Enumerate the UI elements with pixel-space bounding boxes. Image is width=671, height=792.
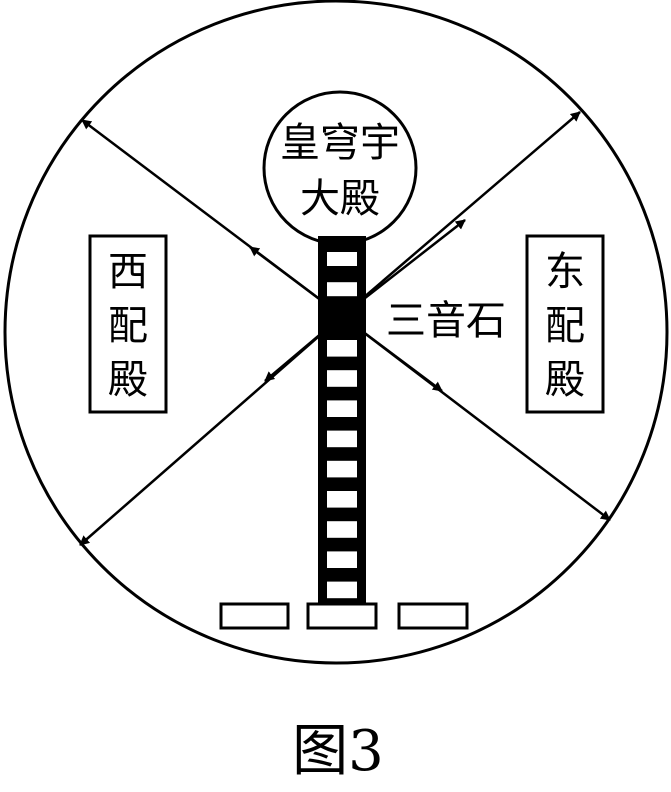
path-slab — [327, 400, 357, 415]
stone-label-bg — [382, 296, 524, 340]
west-hall-char-2: 配 — [108, 303, 148, 349]
echo-wall-circle — [3, 0, 669, 665]
path-slab — [327, 340, 357, 354]
step-center — [306, 602, 378, 630]
path-slab — [327, 491, 357, 505]
path-slab — [327, 430, 357, 445]
east-hall-char-3: 殿 — [545, 357, 585, 403]
west-hall-char-1: 西 — [108, 249, 148, 295]
path-slab — [327, 282, 357, 297]
east-hall-char-2: 配 — [545, 303, 585, 349]
path-slab — [327, 581, 357, 596]
arrow-upper-left-mid — [249, 246, 343, 317]
path-slab — [327, 551, 357, 566]
east-hall-box — [525, 234, 605, 414]
main-hall-label-line2: 大殿 — [300, 176, 380, 222]
west-hall-char-3: 殿 — [108, 357, 148, 403]
stone-path — [318, 236, 366, 606]
stone-label: 三音石 — [386, 298, 506, 344]
arrow-upper-right-mid — [341, 219, 466, 317]
step-right — [397, 602, 469, 630]
arrow-upper-right-outer — [341, 111, 581, 317]
arrow-lower-right-mid — [341, 315, 443, 392]
path-slab — [327, 252, 357, 266]
west-hall-box — [88, 234, 168, 414]
sound-paths — [79, 111, 611, 546]
east-hall-char-1: 东 — [545, 249, 585, 295]
step-left — [219, 602, 290, 630]
figure-caption: 图3 — [292, 719, 384, 784]
path-slab — [327, 521, 357, 536]
arrow-lower-left-mid — [264, 315, 343, 382]
path-slab — [327, 460, 357, 475]
path-slab — [327, 370, 357, 385]
main-hall-label-line1: 皇穹宇 — [280, 120, 400, 166]
